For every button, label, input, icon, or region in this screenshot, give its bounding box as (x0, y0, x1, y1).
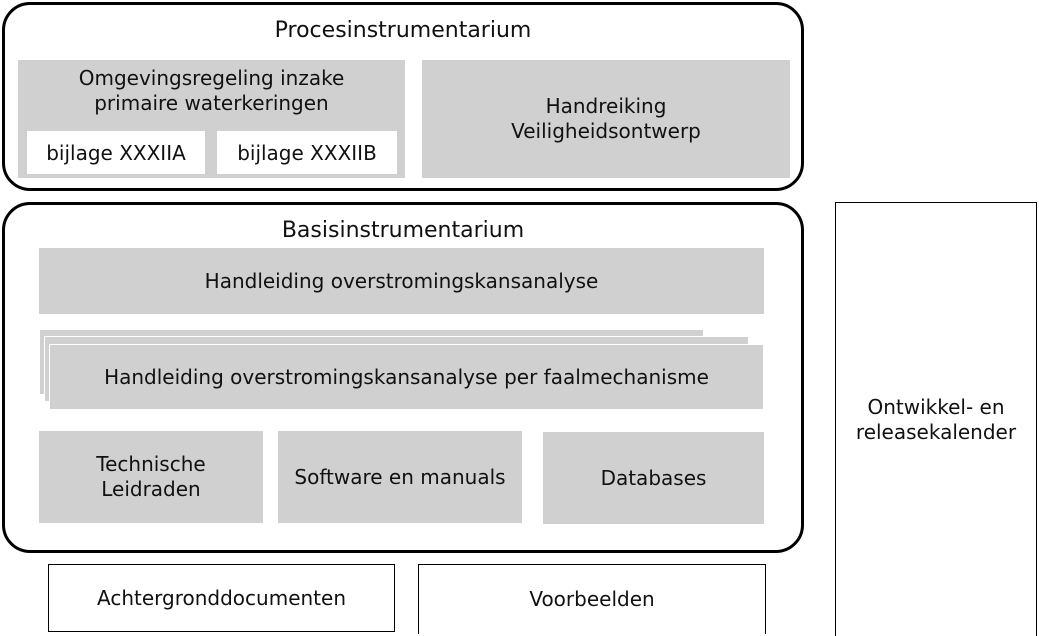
ontwikkel-releasekalender-box: Ontwikkel- en releasekalender (835, 202, 1037, 636)
procesinstrumentarium-title: Procesinstrumentarium (274, 18, 532, 43)
handleiding-faalmechanisme-box: Handleiding overstromingskansanalyse per… (49, 344, 764, 410)
basisinstrumentarium-title: Basisinstrumentarium (281, 218, 525, 243)
software-en-manuals-box: Software en manuals (278, 431, 522, 523)
bijlage-xxxiib-box: bijlage XXXIIB (217, 131, 397, 174)
handleiding-overstromingskansanalyse-box: Handleiding overstromingskansanalyse (39, 248, 764, 314)
technische-leidraden-box: Technische Leidraden (39, 431, 263, 523)
databases-box: Databases (543, 432, 764, 524)
bijlage-xxxiia-box: bijlage XXXIIA (27, 131, 205, 174)
omgevingsregeling-label: Omgevingsregeling inzake primaire waterk… (78, 66, 345, 115)
handreiking-veiligheidsontwerp-box: Handreiking Veiligheidsontwerp (422, 60, 790, 178)
voorbeelden-box: Voorbeelden (418, 564, 766, 634)
achtergronddocumenten-box: Achtergronddocumenten (48, 564, 395, 632)
